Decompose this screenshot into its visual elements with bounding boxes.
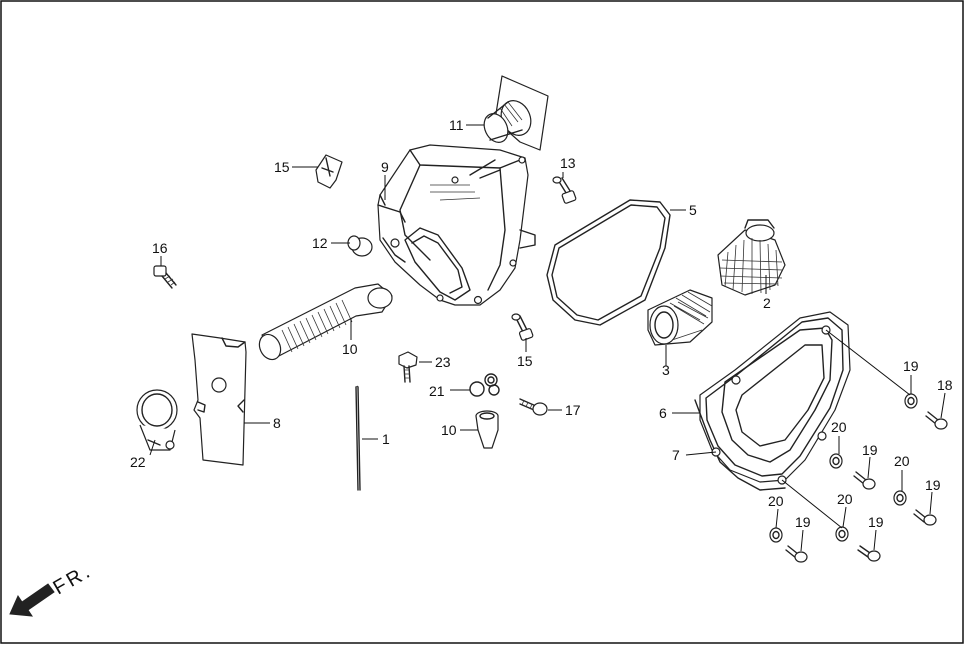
part-6-7-air-cleaner-cover bbox=[694, 311, 851, 491]
part-12-connecting-hose bbox=[258, 283, 393, 361]
part-23-bolt bbox=[398, 351, 418, 383]
callout-17: 16 bbox=[152, 240, 168, 256]
callout-1: 1 bbox=[382, 431, 390, 447]
part-3-filter-cartridge bbox=[647, 289, 713, 346]
part-17-bolt bbox=[153, 265, 177, 289]
part-9-air-cleaner-case bbox=[377, 144, 536, 306]
callout-20-e: 20 bbox=[837, 491, 853, 507]
callout-20-c: 20 bbox=[894, 453, 910, 469]
part-18-screw bbox=[519, 398, 548, 416]
part-10-drain-plug bbox=[475, 410, 499, 449]
callout-13: 12 bbox=[312, 235, 328, 251]
callout-15-upper: 13 bbox=[560, 155, 576, 171]
callout-12: 10 bbox=[342, 341, 358, 357]
part-13-cap bbox=[347, 235, 373, 257]
callout-3: 3 bbox=[662, 362, 670, 378]
callout-9: 9 bbox=[381, 159, 389, 175]
front-arrow-icon bbox=[9, 583, 55, 617]
part-11-intake-duct bbox=[483, 75, 549, 151]
callout-16: 15 bbox=[274, 159, 290, 175]
part-21-o-rings bbox=[469, 373, 500, 397]
front-direction-label: FR. bbox=[50, 560, 97, 600]
callout-8: 8 bbox=[273, 415, 281, 431]
callout-19-a: 18 bbox=[937, 377, 953, 393]
part-22-band bbox=[136, 389, 178, 451]
part-19-screws bbox=[785, 411, 948, 563]
callout-21: 21 bbox=[429, 383, 445, 399]
part-2-filter-element bbox=[717, 219, 786, 296]
callout-20-b: 20 bbox=[831, 419, 847, 435]
callout-18: 17 bbox=[565, 402, 581, 418]
callout-11: 11 bbox=[449, 117, 464, 133]
callout-labels: 11 15 9 13 5 16 12 2 10 15 3 23 21 17 6 … bbox=[130, 117, 953, 530]
leader-lines bbox=[149, 124, 946, 552]
part-16-clip bbox=[315, 154, 343, 189]
callout-19-d: 19 bbox=[795, 514, 811, 530]
callout-5: 5 bbox=[689, 202, 697, 218]
callout-19-b: 19 bbox=[862, 442, 878, 458]
front-direction-indicator: FR. bbox=[9, 560, 97, 617]
part-8-plate bbox=[191, 333, 247, 466]
callout-19-c: 19 bbox=[925, 477, 941, 493]
part-15-bolt-upper bbox=[552, 176, 577, 204]
callout-6: 6 bbox=[659, 405, 667, 421]
callout-7: 7 bbox=[672, 447, 680, 463]
callout-19-e: 19 bbox=[868, 514, 884, 530]
part-1-tube bbox=[355, 385, 361, 491]
part-5-gasket bbox=[546, 199, 671, 326]
part-15-bolt-lower bbox=[511, 313, 534, 341]
callout-22: 22 bbox=[130, 454, 146, 470]
callout-20-a: 19 bbox=[903, 358, 919, 374]
callout-20-d: 20 bbox=[768, 493, 784, 509]
callout-2: 2 bbox=[763, 295, 771, 311]
callout-23: 23 bbox=[435, 354, 451, 370]
callout-10-label: 10 bbox=[441, 422, 457, 438]
callout-15-lower: 15 bbox=[517, 353, 533, 369]
